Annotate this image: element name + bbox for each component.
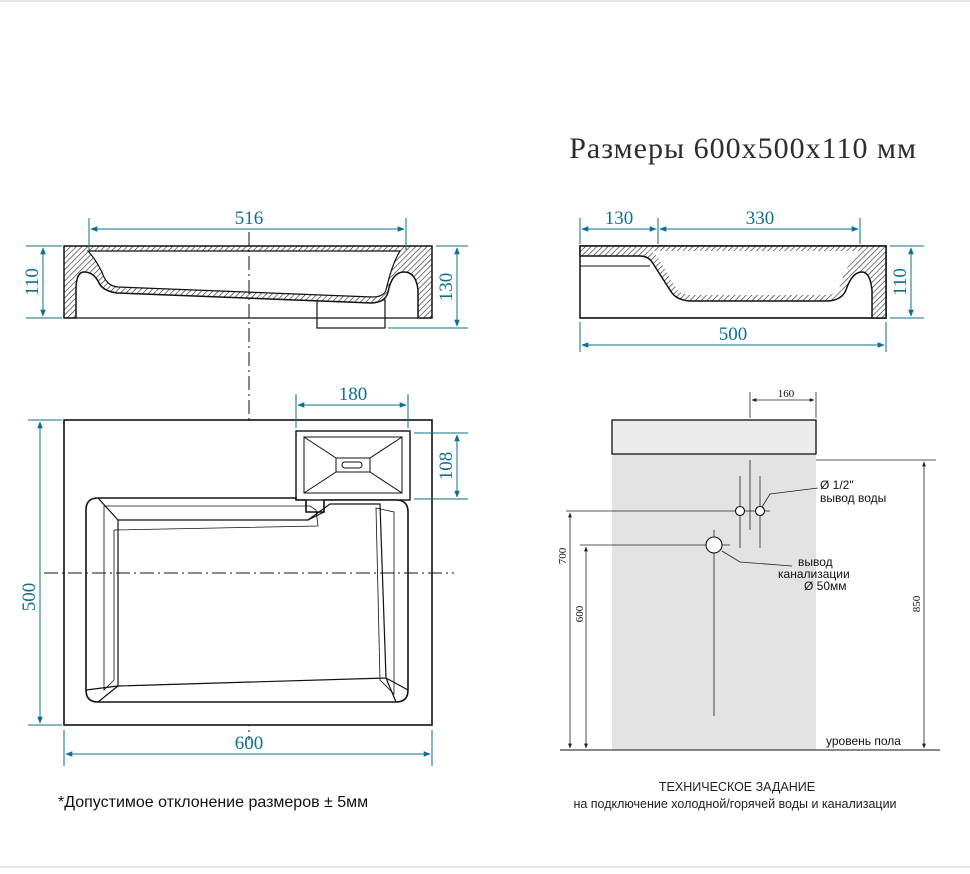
plan-basin-bevel — [85, 497, 409, 703]
dim-side-total-label: 500 — [719, 324, 748, 345]
water-outlet-hot — [754, 505, 766, 517]
drain-outlet — [705, 536, 723, 554]
dim-plan-width: 600 — [63, 730, 433, 766]
dim-side-height-label: 110 — [890, 268, 911, 296]
dim-front-height-right-label: 130 — [436, 273, 457, 302]
water-outlet-cold — [734, 505, 746, 517]
dim-600-label: 600 — [574, 605, 586, 622]
plan-shelf-bevel — [303, 436, 403, 494]
dim-side-right-label: 330 — [746, 208, 775, 229]
plumbing-spec: 160 Ø 1/2" вывод воды вывод канализации … — [557, 388, 940, 751]
dim-plan-width-label: 600 — [235, 733, 264, 754]
front-section — [63, 245, 433, 329]
dim-160-label: 160 — [778, 388, 795, 400]
plan-view — [63, 419, 433, 726]
front-section-basin — [86, 250, 402, 298]
side-section-basin — [580, 251, 860, 295]
dim-front-height-right: 130 — [388, 245, 468, 329]
dim-plan-depth: 500 — [19, 419, 62, 726]
side-section — [579, 245, 887, 319]
dim-shelf-width: 180 — [295, 384, 409, 428]
dim-shelf-depth: 108 — [414, 432, 468, 500]
tolerance-note: *Допустимое отклонение размеров ± 5мм — [58, 794, 368, 811]
floor-level-label: уровень пола — [826, 734, 901, 748]
drain-outlet-diameter: Ø 50мм — [804, 579, 847, 593]
spec-caption-subtitle: на подключение холодной/горячей воды и к… — [573, 797, 896, 811]
dim-700-label: 700 — [557, 547, 569, 564]
dim-plan-depth-label: 500 — [19, 583, 40, 612]
drain-outlet-label-2: канализации — [778, 567, 850, 581]
page-title: Размеры 600х500х110 мм — [569, 132, 917, 165]
plumbing-sink-block — [611, 419, 817, 455]
water-outlet-diameter: Ø 1/2" — [820, 478, 854, 492]
dim-side-total: 500 — [579, 322, 887, 352]
plan-basin-outer — [85, 497, 409, 703]
spec-caption-title: ТЕХНИЧЕСКОЕ ЗАДАНИЕ — [659, 780, 815, 794]
drain-pipe — [316, 299, 386, 329]
dim-side-left-label: 130 — [605, 208, 634, 229]
dim-side-top: 130 330 — [579, 208, 861, 244]
dim-front-height-left-label: 110 — [22, 268, 43, 296]
dim-shelf-width-label: 180 — [339, 384, 368, 405]
water-outlet-label: вывод воды — [820, 491, 886, 505]
plan-shelf-inner — [303, 436, 403, 494]
dim-shelf-depth-label: 108 — [436, 452, 457, 481]
plan-shelf-drain — [341, 461, 363, 469]
dim-side-height: 110 — [890, 245, 924, 319]
dim-front-width: 516 — [88, 208, 407, 250]
dim-850-label: 850 — [911, 595, 923, 612]
dim-front-width-label: 516 — [235, 208, 264, 229]
dim-front-height-left: 110 — [22, 245, 62, 319]
drain-outlet-label-1: вывод — [798, 555, 833, 569]
